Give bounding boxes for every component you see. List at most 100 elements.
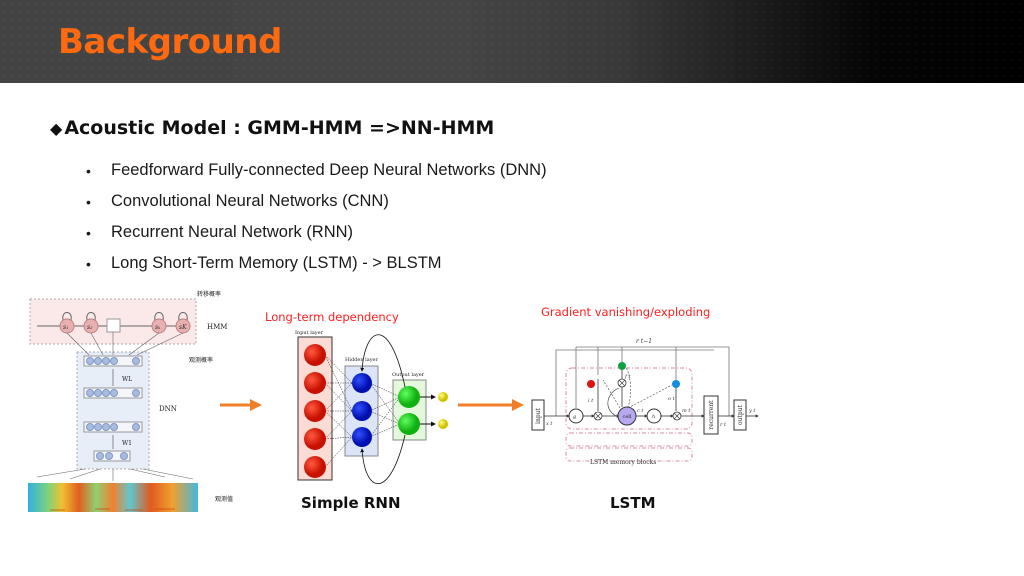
diagram-line: [142, 468, 194, 480]
arrow-right-icon: [220, 399, 262, 411]
diagram-text: g: [573, 414, 576, 420]
diagram-text: 观测概率: [189, 356, 213, 364]
diagram-text: r t−1: [636, 338, 652, 345]
diagram-text: sₖ: [155, 324, 161, 331]
list-item-text: Recurrent Neural Network (RNN): [111, 223, 354, 241]
list-item-text: Feedforward Fully-connected Deep Neural …: [111, 161, 547, 179]
diagram-text: x t: [546, 421, 553, 427]
diagram-text: input: [535, 407, 542, 423]
diagram-line: [324, 354, 353, 384]
diagram-text: y t: [748, 408, 756, 414]
diagram-text: m t: [682, 408, 691, 414]
diagram-line: [369, 396, 401, 438]
diagram-circle: [96, 452, 104, 460]
diagram-line: [324, 410, 353, 438]
diagram-circle: [132, 357, 140, 365]
diagram-line: [90, 332, 104, 356]
lstm-input-gate: [587, 380, 595, 388]
lstm-memory-block: [565, 367, 693, 430]
diagram-text: cell: [623, 414, 632, 420]
diagram-g: [86, 357, 140, 460]
list-item: • Long Short-Term Memory (LSTM) - > BLSTM: [86, 248, 547, 279]
diagram-g: [602, 366, 673, 409]
hmm-label: HMM: [207, 323, 227, 331]
diagram-circle: [352, 427, 372, 447]
diagram-circle: [105, 452, 113, 460]
lstm-memory-blocks-label: LSTM memory blocks: [590, 459, 656, 466]
list-item-text: Convolutional Neural Networks (CNN): [111, 192, 389, 210]
diagram-line: [369, 382, 401, 425]
diagram-line: [324, 382, 353, 412]
diagram-g: [50, 508, 175, 511]
lstm-cell-node: [617, 406, 637, 426]
diagram-line: [36, 468, 86, 478]
lstm-recurrent-box: [703, 395, 719, 435]
diagram-text: recurrent: [708, 400, 715, 430]
diagram-path: [62, 312, 72, 321]
diagram-circle: [94, 423, 102, 431]
diagram-text: c t: [637, 408, 644, 414]
diagram-path: [607, 387, 620, 417]
hidden-neurons: [352, 373, 372, 447]
input-neurons: [304, 344, 326, 478]
diagram-text: Hidden layer: [345, 357, 378, 363]
diagram-circle: [304, 372, 326, 394]
diagram-line: [369, 396, 401, 412]
diagram-path: [512, 399, 524, 411]
diagram-text: r t: [720, 422, 727, 428]
bullet-dot-icon: •: [86, 224, 91, 241]
diagram-line: [369, 382, 401, 398]
diagram-text: sK: [179, 324, 187, 331]
lstm-h-node: [646, 408, 662, 424]
diagram-g: [555, 346, 730, 416]
diagram-circle: [352, 401, 372, 421]
diagram-text: h: [652, 414, 655, 420]
diagram-path: [625, 366, 631, 409]
diagram-circle: [102, 357, 110, 365]
diagram-path: [178, 312, 188, 321]
list-item-text: Long Short-Term Memory (LSTM) - > BLSTM: [111, 254, 442, 272]
diagram-line: [129, 468, 166, 478]
simple-rnn-caption: Simple RNN: [301, 494, 401, 512]
dnn-label: DNN: [159, 405, 177, 413]
main-bullet-text: Acoustic Model : GMM-HMM =>NN-HMM: [64, 117, 495, 139]
diagram-circle: [398, 413, 420, 435]
simple-rnn-diagram: Input layer Hidden layer Output layer: [295, 330, 448, 485]
diagram-g: [544, 370, 759, 418]
diagram-circle: [438, 419, 448, 429]
lstm-output-box: [733, 399, 747, 431]
diagram-text: s₂: [87, 324, 93, 331]
diagram-circle: [102, 423, 110, 431]
diagram-g: [565, 367, 693, 462]
diagram-g: [62, 312, 188, 321]
diagram-circle: [438, 392, 448, 402]
diagram-circle: [304, 344, 326, 366]
diagram-line: [324, 382, 353, 412]
diagram-path: [154, 312, 164, 321]
diagram-line: [618, 379, 626, 387]
diagram-circle: [94, 357, 102, 365]
diagram-path: [360, 334, 406, 388]
lstm-memory-block: [565, 447, 693, 462]
lstm-g-node: [568, 408, 584, 424]
diagram-circle: [132, 423, 140, 431]
long-term-dependency-note: Long-term dependency: [265, 310, 399, 324]
diagram-circle: [86, 423, 94, 431]
diagram-circle: [132, 389, 140, 397]
diagram-text: o t: [668, 396, 676, 402]
diagram-line: [594, 412, 602, 420]
slide-title: Background: [58, 22, 282, 62]
diagram-circle: [304, 400, 326, 422]
sub-bullet-list: • Feedforward Fully-connected Deep Neural…: [86, 155, 547, 279]
bullet-dot-icon: •: [86, 255, 91, 272]
diagram-path: [360, 434, 406, 485]
diagram-g: [438, 392, 448, 429]
diagram-text: i t: [588, 398, 594, 404]
bullet-dot-icon: •: [86, 193, 91, 210]
diagram-line: [369, 423, 401, 438]
diagram-g: x t i t f t o t c t m t r t y t: [546, 374, 756, 428]
diagram-circle: [94, 389, 102, 397]
diagram-line: [128, 332, 160, 356]
lstm-diagram: LSTM memory blocks r t−1 input recurrent…: [531, 338, 759, 466]
diagram-circle: [86, 357, 94, 365]
